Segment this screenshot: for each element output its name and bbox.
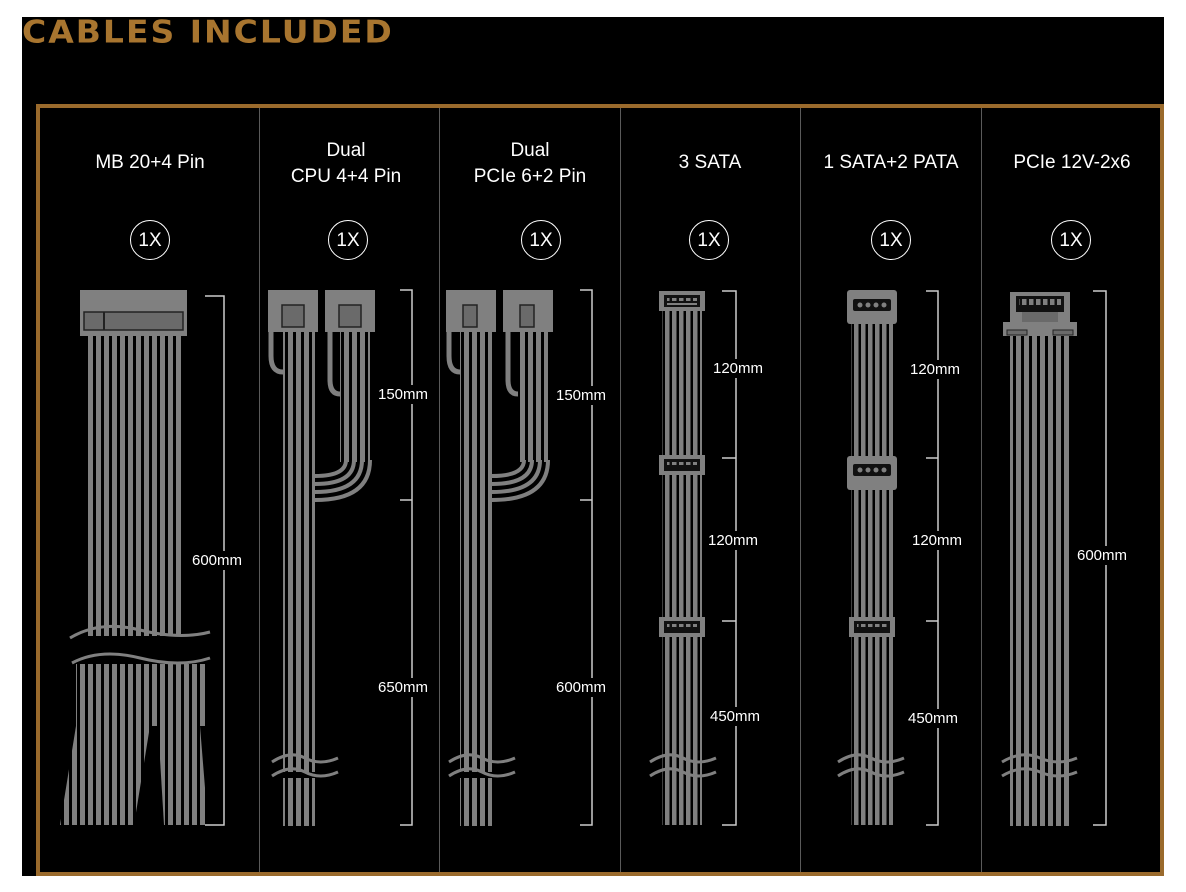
cable-name-sata-pata: 1 SATA+2 PATA — [823, 152, 959, 173]
length-label: 120mm — [713, 359, 764, 378]
pcie-6plus2-cable-icon — [446, 290, 553, 826]
length-label: 120mm — [708, 531, 759, 550]
mb-24pin-cable-icon — [60, 290, 211, 825]
cable-name-pcie-line2: PCIe 6+2 Pin — [473, 166, 587, 187]
quantity-badge: 1X — [521, 220, 561, 260]
quantity-badge: 1X — [871, 220, 911, 260]
length-label: 600mm — [1077, 546, 1128, 565]
length-label: 150mm — [556, 386, 607, 405]
length-label: 600mm — [192, 551, 243, 570]
length-label: 120mm — [910, 360, 961, 379]
column-divider — [439, 108, 440, 872]
cable-name-cpu-line2: CPU 4+4 Pin — [290, 166, 402, 187]
cables-frame — [36, 104, 1164, 876]
sata-pata-cable-icon — [837, 290, 905, 825]
quantity-badge: 1X — [689, 220, 729, 260]
page-title: CABLES INCLUDED — [22, 13, 394, 51]
cpu-4plus4-cable-icon — [268, 290, 375, 826]
cable-name-pcie-line1: Dual — [510, 140, 550, 161]
length-label: 650mm — [378, 678, 429, 697]
quantity-badge: 1X — [328, 220, 368, 260]
sata-cable-icon — [649, 291, 717, 825]
length-label: 450mm — [710, 707, 761, 726]
quantity-badge: 1X — [130, 220, 170, 260]
length-label: 120mm — [912, 531, 963, 550]
column-divider — [800, 108, 801, 872]
pcie-12v-2x6-cable-icon — [1001, 292, 1078, 826]
length-label: 450mm — [908, 709, 959, 728]
column-divider — [259, 108, 260, 872]
length-label: 600mm — [556, 678, 607, 697]
cable-name-mb-24pin: MB 20+4 Pin — [95, 152, 205, 173]
cable-name-cpu-line1: Dual — [326, 140, 366, 161]
column-divider — [620, 108, 621, 872]
quantity-badge: 1X — [1051, 220, 1091, 260]
cable-name-12v-2x6: PCIe 12V-2x6 — [1013, 152, 1131, 173]
length-label: 150mm — [378, 385, 429, 404]
cable-name-sata: 3 SATA — [678, 152, 742, 173]
column-divider — [981, 108, 982, 872]
cables-panel: CABLES INCLUDED — [22, 13, 1164, 876]
